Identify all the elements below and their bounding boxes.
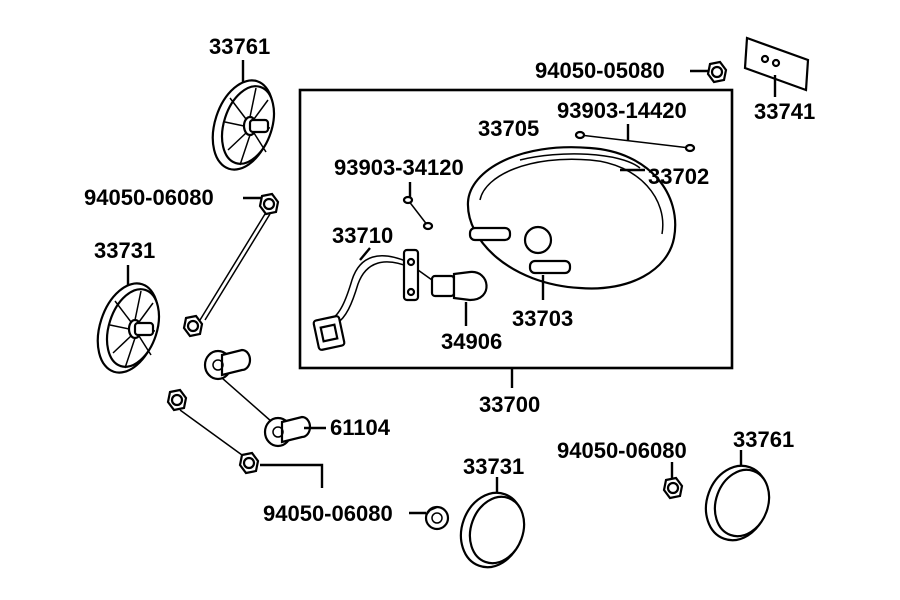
reflector-33761-right-part	[704, 464, 771, 542]
label-33702: 33702	[648, 164, 710, 189]
collar-61104-upper	[203, 348, 252, 381]
label-33761-top: 33761	[209, 34, 271, 59]
reflector-33731-left-part	[96, 282, 161, 374]
label-93903-14420: 93903-14420	[557, 98, 687, 123]
lamp-housing-33702	[466, 146, 677, 290]
assembly-frame	[298, 88, 734, 370]
bulb-34906	[417, 269, 488, 302]
label-33731-left: 33731	[94, 238, 156, 263]
label-33710: 33710	[332, 223, 394, 248]
screw-93903-14420	[574, 130, 696, 153]
label-94050-06080-left: 94050-06080	[84, 185, 214, 210]
nut-lower-left-1	[166, 388, 188, 412]
label-94050-06080-right: 94050-06080	[557, 438, 687, 463]
label-61104: 61104	[330, 415, 390, 440]
reflector-33731-bottom-part	[459, 491, 526, 569]
label-94050-05080: 94050-05080	[535, 58, 665, 83]
washer-bottom	[424, 505, 450, 531]
nut-94050-05080	[706, 60, 728, 84]
label-33741: 33741	[754, 99, 816, 124]
label-33761-right: 33761	[733, 427, 795, 452]
screw-93903-34120	[402, 195, 434, 231]
collar-61104-lower	[263, 415, 312, 448]
socket-cord-33710	[312, 248, 420, 351]
nut-94050-06080-right	[662, 476, 684, 500]
label-34906: 34906	[441, 329, 503, 354]
leader-94050-06080-bottom	[260, 463, 324, 488]
nut-94050-06080-left-top	[258, 192, 280, 216]
stud-33703	[468, 226, 572, 275]
leader-33710	[359, 247, 371, 261]
label-33703: 33703	[512, 306, 574, 331]
nut-left-mid	[182, 314, 204, 338]
label-33705: 33705	[478, 116, 540, 141]
label-33731-bottom: 33731	[463, 454, 525, 479]
plate-33741	[743, 36, 810, 92]
label-33700: 33700	[479, 392, 541, 417]
reflector-33761-top-part	[211, 79, 276, 171]
label-94050-06080-bottom: 94050-06080	[263, 501, 393, 526]
nut-lower-left-2	[238, 451, 260, 475]
label-93903-34120: 93903-34120	[334, 155, 464, 180]
